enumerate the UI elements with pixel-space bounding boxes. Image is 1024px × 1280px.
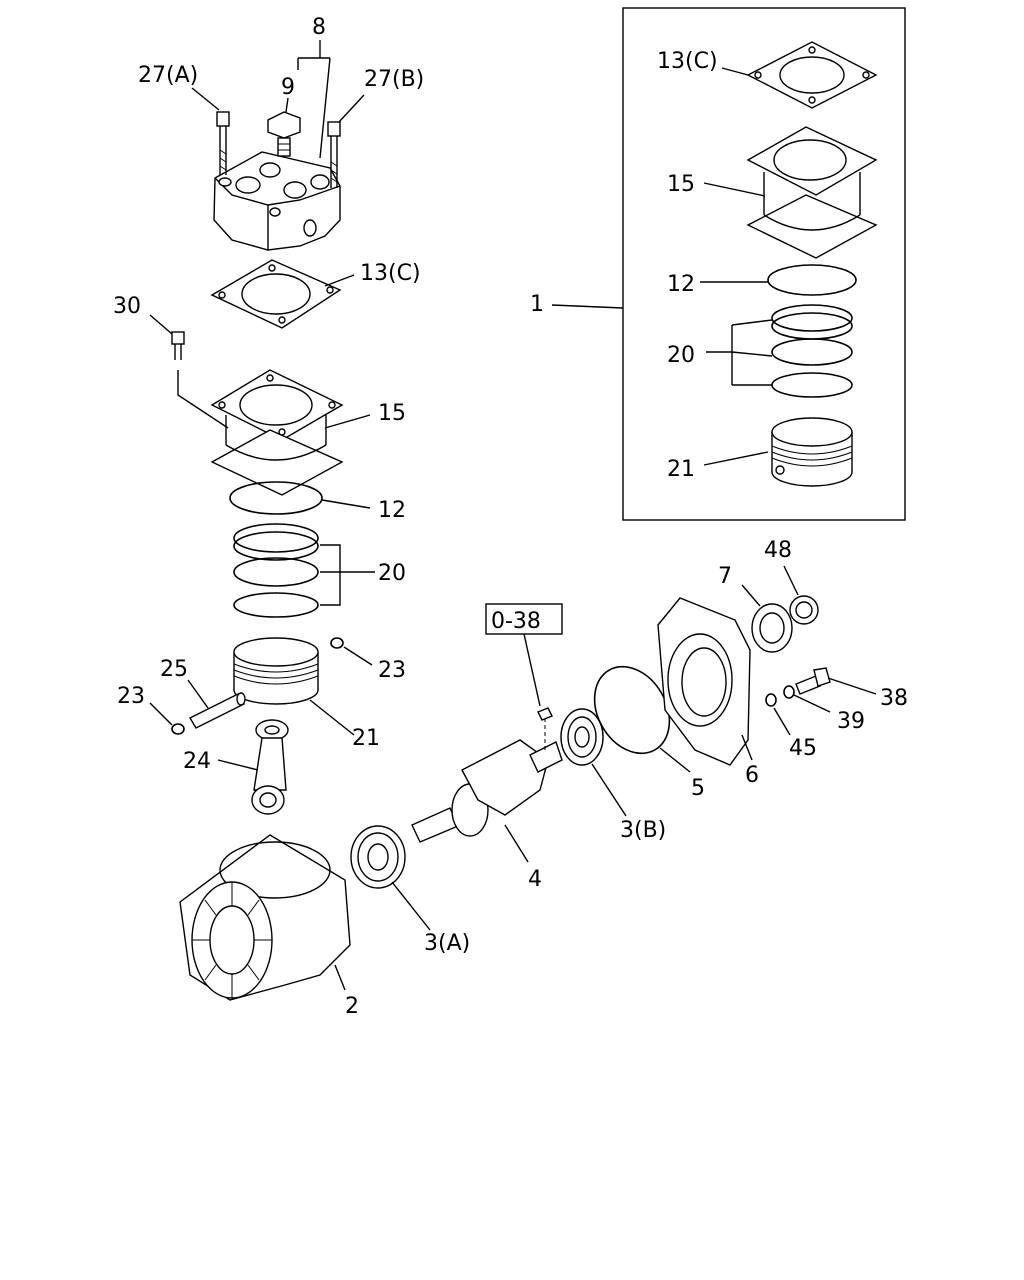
label-7: 7 — [718, 564, 732, 589]
seal-48 — [789, 595, 819, 625]
washer-39 — [783, 685, 795, 699]
cylinder-15-kit — [746, 126, 878, 259]
label-13c-main: 13(C) — [360, 261, 421, 286]
label-0-38: 0-38 — [491, 609, 541, 634]
label-5: 5 — [691, 776, 705, 801]
label-9: 9 — [281, 75, 295, 100]
gasket-13c-kit — [746, 41, 878, 109]
bolt-38 — [795, 667, 831, 695]
bearing-3b — [560, 708, 604, 766]
label-3b: 3(B) — [620, 818, 666, 843]
head-plug-9 — [267, 111, 301, 157]
label-48: 48 — [764, 538, 792, 563]
key-0-38 — [537, 707, 553, 721]
label-20-main: 20 — [378, 561, 406, 586]
label-12-kit: 12 — [667, 272, 695, 297]
label-24: 24 — [183, 749, 211, 774]
bearing-3a — [350, 825, 406, 889]
label-20-kit: 20 — [667, 343, 695, 368]
piston-21-main — [233, 637, 319, 705]
label-30: 30 — [113, 294, 141, 319]
label-38: 38 — [880, 686, 908, 711]
o-ring-5 — [593, 665, 671, 755]
snap-ring-23-right — [330, 637, 344, 649]
label-4: 4 — [528, 867, 542, 892]
label-27a: 27(A) — [138, 63, 198, 88]
o-ring-12-kit — [767, 264, 857, 296]
crankshaft-4 — [411, 718, 563, 843]
label-21-main: 21 — [352, 726, 380, 751]
label-15-main: 15 — [378, 401, 406, 426]
label-12-main: 12 — [378, 498, 406, 523]
bolt-27a — [216, 111, 230, 175]
leader-lines — [149, 40, 877, 991]
label-21-kit: 21 — [667, 457, 695, 482]
cylinder-head — [213, 151, 341, 251]
label-45: 45 — [789, 736, 817, 761]
ref-box-0-38 — [485, 603, 563, 635]
label-1: 1 — [530, 292, 544, 317]
label-2: 2 — [345, 994, 359, 1019]
end-cover-6 — [657, 597, 751, 766]
label-23-left: 23 — [117, 684, 145, 709]
gasket-13c-main — [210, 259, 342, 329]
label-8: 8 — [312, 15, 326, 40]
kit-box-1 — [622, 7, 906, 521]
label-3a: 3(A) — [424, 931, 470, 956]
o-ring-12-main — [229, 481, 323, 515]
label-15-kit: 15 — [667, 172, 695, 197]
washer-45 — [765, 693, 777, 707]
label-23-right: 23 — [378, 658, 406, 683]
cylinder-15-main — [210, 369, 344, 496]
label-6: 6 — [745, 763, 759, 788]
bolt-30 — [171, 331, 185, 360]
piston-21-kit — [771, 417, 853, 487]
label-25: 25 — [160, 657, 188, 682]
callout-labels: 8 9 27(A) 27(B) 13(C) 30 15 12 20 23 25 … — [113, 15, 908, 1019]
piston-rings-20-main — [233, 523, 319, 618]
bolt-27b — [327, 121, 341, 188]
piston-rings-20-kit — [771, 304, 853, 398]
connecting-rod-24 — [251, 719, 289, 815]
label-13c-kit: 13(C) — [657, 49, 718, 74]
snap-ring-23-left — [171, 723, 185, 735]
label-39: 39 — [837, 709, 865, 734]
label-27b: 27(B) — [364, 67, 424, 92]
oil-seal-7 — [751, 603, 793, 653]
crankcase-2 — [179, 834, 351, 1001]
piston-pin-25 — [189, 692, 246, 729]
